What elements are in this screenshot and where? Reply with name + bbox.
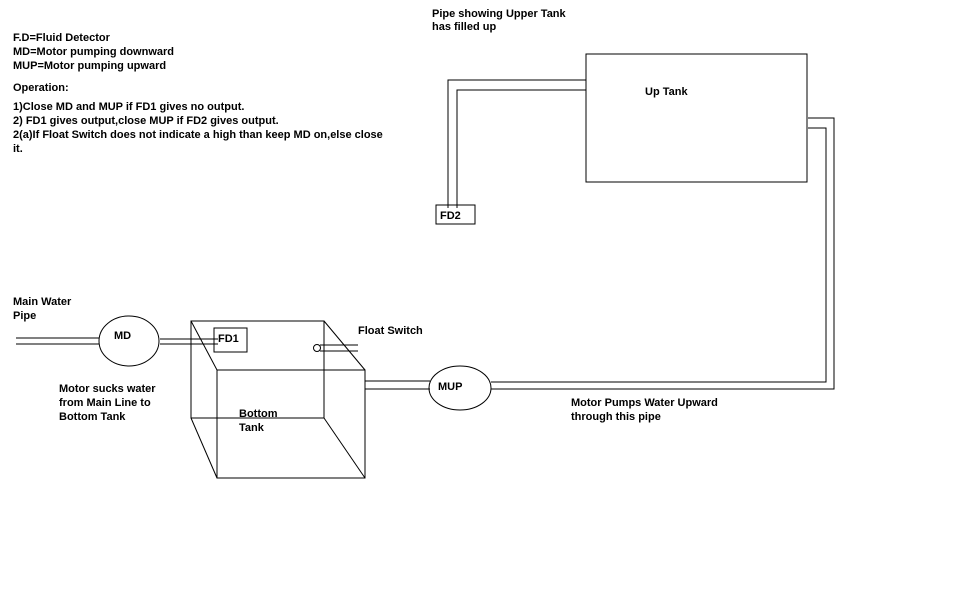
motor-sucks-line-1: Motor sucks water	[59, 383, 156, 395]
legend-line-mup: MUP=Motor pumping upward	[13, 60, 167, 72]
legend-line-md: MD=Motor pumping downward	[13, 46, 175, 58]
fd2-label: FD2	[440, 210, 461, 222]
fd1-label: FD1	[218, 333, 239, 345]
pump-upward-line-1: Motor Pumps Water Upward	[571, 397, 718, 409]
mup-label: MUP	[438, 381, 463, 393]
upper-pipe-note-line-1: Pipe showing Upper Tank	[432, 8, 566, 20]
overflow-pipe-inner	[456, 89, 586, 208]
operation-step-2a-cont: it.	[13, 143, 23, 155]
operation-step-2a: 2(a)If Float Switch does not indicate a …	[13, 129, 383, 141]
fd2-box	[435, 204, 476, 225]
up-tank-label: Up Tank	[645, 86, 688, 98]
motor-sucks-line-3: Bottom Tank	[59, 411, 126, 423]
md-label: MD	[114, 330, 132, 342]
float-switch	[313, 344, 358, 352]
bottom-tank	[190, 320, 366, 479]
md-motor	[98, 315, 160, 367]
motor-sucks-line-2: from Main Line to	[59, 397, 151, 409]
fd1-box	[213, 327, 248, 353]
upper-pipe-note-line-2: has filled up	[432, 21, 497, 33]
operation-heading: Operation:	[13, 82, 69, 94]
mup-motor	[428, 365, 492, 411]
main-pipe-label-line-1: Main Water	[13, 296, 72, 308]
operation-step-1: 1)Close MD and MUP if FD1 gives no outpu…	[13, 101, 245, 113]
float-switch-label: Float Switch	[358, 325, 423, 337]
main-pipe-label-line-2: Pipe	[13, 310, 37, 322]
bottom-tank-label-line-2: Tank	[239, 422, 264, 434]
overflow-pipe-outer	[447, 79, 586, 208]
legend-line-fd: F.D=Fluid Detector	[13, 32, 110, 44]
bottom-tank-label-line-1: Bottom	[239, 408, 278, 420]
up-pipe-outer	[491, 117, 835, 390]
up-tank	[585, 53, 808, 183]
up-pipe-inner	[491, 127, 827, 383]
pump-upward-line-2: through this pipe	[571, 411, 661, 423]
operation-step-2: 2) FD1 gives output,close MUP if FD2 giv…	[13, 115, 279, 127]
